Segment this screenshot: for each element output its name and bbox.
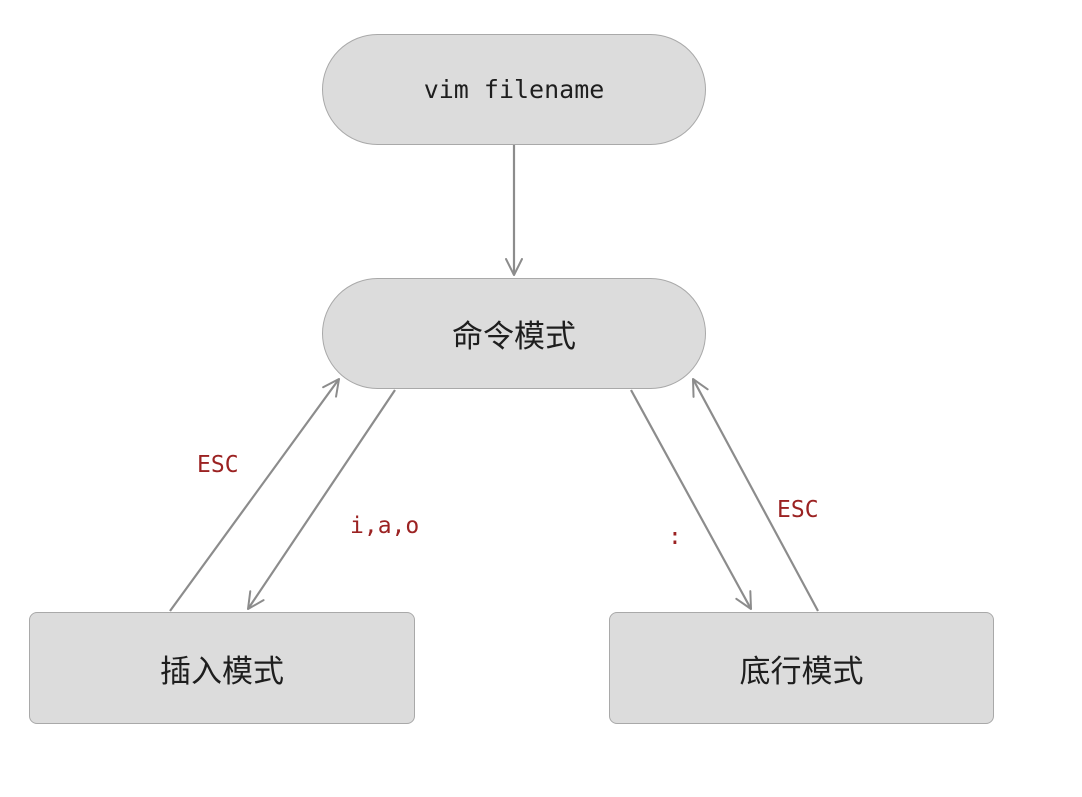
edge-label-command-to-last-line: : bbox=[668, 524, 682, 550]
start-node-label: vim filename bbox=[423, 75, 605, 104]
edge-last-line-to-command bbox=[692, 378, 819, 612]
edge-label-insert-to-command: ESC bbox=[197, 452, 239, 478]
insert-mode-label: 插入模式 bbox=[160, 653, 284, 690]
command-mode-label: 命令模式 bbox=[452, 319, 576, 355]
insert-mode-node: 插入模式 bbox=[29, 612, 415, 724]
edge-command-to-insert bbox=[247, 389, 396, 610]
last-line-mode-node: 底行模式 bbox=[609, 612, 994, 724]
command-mode-node: 命令模式 bbox=[322, 278, 706, 389]
edge-insert-to-command bbox=[169, 378, 340, 612]
start-node: vim filename bbox=[322, 34, 706, 145]
edge-label-last-line-to-command: ESC bbox=[777, 497, 819, 523]
last-line-mode-label: 底行模式 bbox=[739, 653, 864, 690]
edge-label-command-to-insert: i,a,o bbox=[350, 513, 420, 539]
edge-command-to-last-line bbox=[630, 389, 752, 610]
